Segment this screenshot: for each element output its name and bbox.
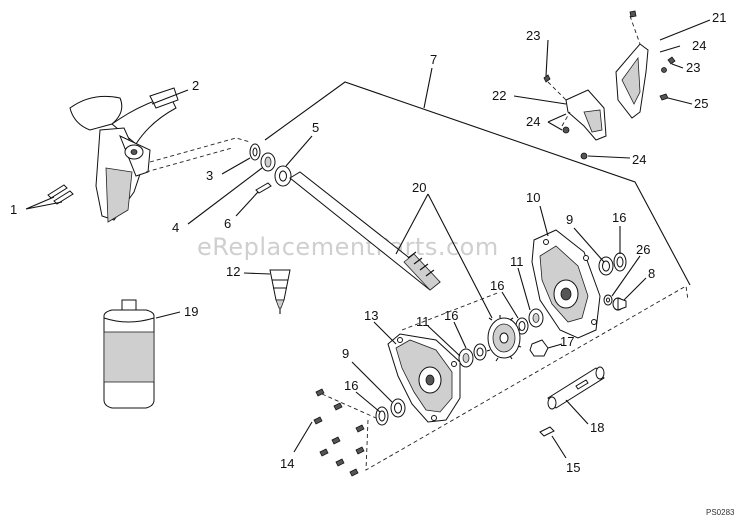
callout-15: 15 [566, 460, 580, 475]
part-16-washer-upper[interactable] [613, 252, 627, 272]
part-2-impeller[interactable] [69, 87, 179, 223]
callout-22: 22 [492, 88, 506, 103]
callout-labels: 1 2 3 4 5 6 7 8 9 9 10 11 11 12 13 14 15… [10, 10, 726, 475]
callout-25: 25 [694, 96, 708, 111]
part-7-group-bracket [264, 81, 691, 286]
callout-10: 10 [526, 190, 540, 205]
part-10-gear-case-half[interactable] [531, 229, 601, 339]
part-8-bolt[interactable] [612, 297, 627, 311]
callout-7: 7 [430, 52, 437, 67]
part-20-worm-gear[interactable] [486, 315, 522, 362]
callout-24-left: 24 [526, 114, 540, 129]
callout-17: 17 [560, 334, 574, 349]
part-22-bracket[interactable] [565, 89, 607, 141]
callout-24-top: 24 [692, 38, 706, 53]
part-3-washer[interactable] [249, 143, 261, 161]
callout-9-lower: 9 [342, 346, 349, 361]
part-26-washer[interactable] [603, 294, 613, 306]
callout-8: 8 [648, 266, 655, 281]
part-23-bolts[interactable] [543, 10, 676, 83]
callout-16-mid: 16 [490, 278, 504, 293]
part-1-shear-pins[interactable] [47, 184, 74, 205]
callout-26: 26 [636, 242, 650, 257]
part-12-grease-tube[interactable] [269, 269, 291, 314]
part-14-screws[interactable] [313, 388, 365, 477]
part-16-washer-lower-mid[interactable] [473, 343, 487, 361]
part-24-nuts[interactable] [562, 67, 667, 160]
assembly-line-impeller [145, 137, 251, 173]
callout-18: 18 [590, 420, 604, 435]
callout-20: 20 [412, 180, 426, 195]
leader-lines [25, 19, 711, 459]
callout-19: 19 [184, 304, 198, 319]
part-11-bearing-upper[interactable] [528, 308, 544, 328]
assembly-line-bracket [547, 15, 641, 127]
callout-16-top: 16 [612, 210, 626, 225]
part-4-bearing[interactable] [260, 152, 276, 172]
part-15-key[interactable] [539, 426, 555, 437]
callout-24-bottom: 24 [632, 152, 646, 167]
callout-4: 4 [172, 220, 179, 235]
part-18-drive-shaft[interactable] [547, 366, 605, 410]
part-17-plug[interactable] [529, 339, 549, 357]
callout-3: 3 [206, 168, 213, 183]
part-13-gear-case-half[interactable] [387, 333, 461, 423]
diagram-code: PS0283 [706, 508, 735, 517]
part-6-key[interactable] [255, 182, 272, 194]
callout-16-bottom: 16 [344, 378, 358, 393]
callout-6: 6 [224, 216, 231, 231]
callout-12: 12 [226, 264, 240, 279]
auger-shaft[interactable] [289, 171, 441, 291]
assembly-line-gearbox [321, 285, 689, 471]
callout-14: 14 [280, 456, 294, 471]
part-5-bearing[interactable] [274, 165, 292, 187]
callout-5: 5 [312, 120, 319, 135]
part-25-screw[interactable] [659, 93, 669, 101]
callout-2: 2 [192, 78, 199, 93]
callout-23-right: 23 [686, 60, 700, 75]
callout-16-lowmid: 16 [444, 308, 458, 323]
callout-21: 21 [712, 10, 726, 25]
part-9-seal-lower[interactable] [390, 398, 406, 418]
callout-13: 13 [364, 308, 378, 323]
part-19-lubricant-bottle[interactable] [103, 299, 155, 409]
callout-23-left: 23 [526, 28, 540, 43]
callout-9-upper: 9 [566, 212, 573, 227]
callout-1: 1 [10, 202, 17, 217]
callout-11-lower: 11 [416, 314, 430, 329]
callout-11-upper: 11 [510, 254, 524, 269]
part-21-chute-bracket[interactable] [615, 43, 649, 119]
part-9-seal-upper[interactable] [598, 256, 614, 276]
watermark: eReplacementParts.com [197, 233, 499, 261]
part-11-bearing-lower[interactable] [458, 348, 474, 368]
